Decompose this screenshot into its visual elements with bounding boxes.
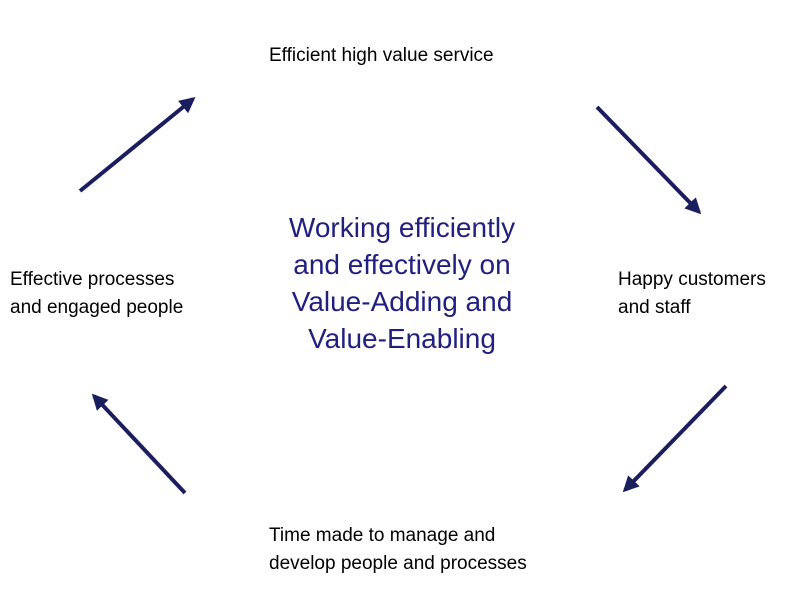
node-left-line-1: Effective processes bbox=[10, 269, 175, 290]
arrow-right-to-bottom bbox=[622, 384, 728, 493]
center-statement: Working efficiently and effectively on V… bbox=[200, 209, 604, 357]
arrow-left-to-top bbox=[78, 96, 196, 193]
arrow-top-to-right bbox=[595, 105, 702, 215]
node-left-effective-processes: Effective processes and engaged people bbox=[10, 266, 183, 322]
arrow-bottom-to-left bbox=[91, 393, 187, 495]
node-top-efficient-service: Efficient high value service bbox=[269, 42, 494, 70]
center-line-1: Working efficiently bbox=[288, 212, 516, 243]
node-right-line-2: and staff bbox=[618, 297, 691, 318]
center-line-2: and effectively on bbox=[293, 249, 511, 280]
node-left-line-2: and engaged people bbox=[10, 297, 184, 318]
node-top-line-1: Efficient high value service bbox=[269, 45, 494, 66]
center-line-3: Value-Adding and bbox=[291, 286, 513, 317]
node-bottom-line-2: develop people and processes bbox=[269, 553, 527, 574]
node-right-happy-customers: Happy customers and staff bbox=[618, 266, 766, 322]
node-bottom-line-1: Time made to manage and bbox=[269, 525, 496, 546]
node-right-line-1: Happy customers bbox=[618, 269, 766, 290]
node-bottom-time-made: Time made to manage and develop people a… bbox=[269, 522, 527, 578]
center-line-4: Value-Enabling bbox=[308, 323, 496, 354]
